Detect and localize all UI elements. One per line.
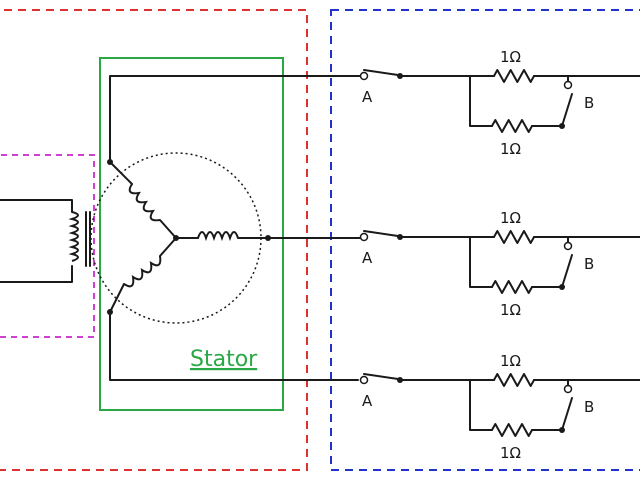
stator-coil-lower-icon	[123, 255, 162, 288]
resistor-top-icon	[493, 373, 535, 387]
rotor-coil-icon	[68, 211, 79, 262]
stator-box	[99, 57, 284, 411]
rotor-winding	[0, 199, 91, 283]
switch-a-blade	[363, 373, 399, 380]
stator-label: Stator	[190, 347, 258, 372]
resistor-top-label: 1Ω	[500, 352, 521, 370]
switch-a-contact	[359, 71, 369, 81]
resistor-bottom-icon	[491, 423, 533, 437]
phase-load-1: A 1Ω 1Ω B	[359, 48, 640, 158]
stator-coil-upper-icon	[128, 183, 161, 222]
phase-load-2: A 1Ω 1Ω B	[359, 209, 640, 319]
rotor-region-box	[0, 154, 95, 338]
switch-b-contact	[563, 80, 573, 90]
resistor-top-icon	[493, 69, 535, 83]
switch-a-label: A	[362, 88, 373, 106]
switch-a-blade	[363, 230, 399, 237]
phase-load-3: A 1Ω 1Ω B	[359, 352, 640, 462]
switch-b-label: B	[584, 255, 594, 273]
resistor-top-label: 1Ω	[500, 209, 521, 227]
resistor-bottom-label: 1Ω	[500, 140, 521, 158]
resistor-bottom-label: 1Ω	[500, 444, 521, 462]
switch-a-contact	[359, 375, 369, 385]
stator-winding	[107, 75, 363, 381]
switch-b-contact	[563, 241, 573, 251]
switch-b-label: B	[584, 94, 594, 112]
resistor-top-icon	[493, 230, 535, 244]
switch-a-label: A	[362, 392, 373, 410]
switch-b-label: B	[584, 398, 594, 416]
switch-a-contact	[359, 232, 369, 242]
switch-b-pivot	[559, 284, 565, 290]
generator-region-box	[0, 9, 308, 471]
switch-b-contact	[563, 384, 573, 394]
switch-b-pivot	[559, 427, 565, 433]
resistor-top-label: 1Ω	[500, 48, 521, 66]
switch-a-label: A	[362, 249, 373, 267]
resistor-bottom-icon	[491, 280, 533, 294]
resistor-bottom-icon	[491, 119, 533, 133]
switch-a-blade	[363, 69, 399, 76]
resistor-bottom-label: 1Ω	[500, 301, 521, 319]
switch-b-pivot	[559, 123, 565, 129]
stator-coil-right-icon	[197, 231, 239, 242]
load-region-box	[330, 9, 640, 471]
